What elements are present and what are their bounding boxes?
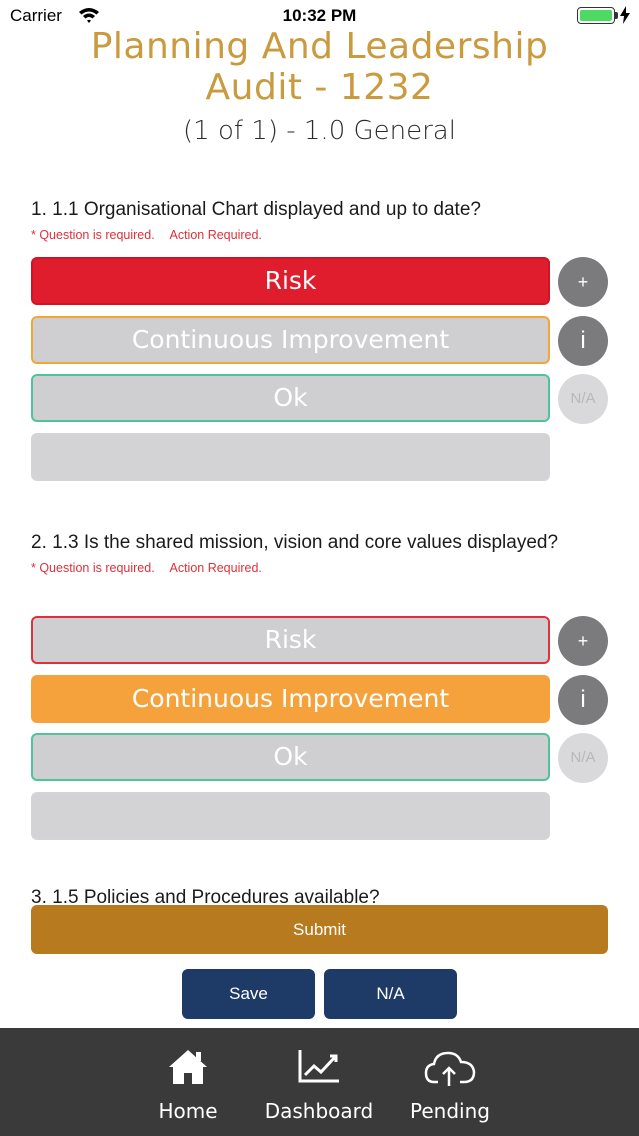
submit-button[interactable]: Submit bbox=[31, 905, 608, 954]
question-flags: * Question is required. Action Required. bbox=[31, 228, 611, 242]
question-text: 1. 1.1 Organisational Chart displayed an… bbox=[31, 199, 481, 220]
section-header: (1 of 1) - 1.0 General bbox=[183, 116, 456, 146]
action-required-warning: Action Required. bbox=[169, 561, 262, 575]
info-button[interactable]: i bbox=[558, 316, 608, 366]
tab-home[interactable]: Home bbox=[140, 1028, 236, 1136]
tab-pending[interactable]: Pending bbox=[400, 1028, 500, 1136]
option-ok[interactable]: Ok bbox=[31, 374, 550, 422]
status-time: 10:32 PM bbox=[282, 6, 357, 25]
question-flags: * Question is required. Action Required. bbox=[31, 561, 611, 575]
required-warning: * Question is required. bbox=[31, 228, 155, 242]
add-button[interactable]: + bbox=[558, 257, 608, 307]
tab-label: Pending bbox=[410, 1099, 490, 1123]
tab-label: Dashboard bbox=[264, 1099, 374, 1123]
add-button[interactable]: + bbox=[558, 616, 608, 666]
cloud-upload-icon bbox=[424, 1048, 476, 1093]
option-continuous-improvement[interactable]: Continuous Improvement bbox=[31, 316, 550, 364]
battery-icon bbox=[577, 7, 615, 24]
na-option-button[interactable]: N/A bbox=[558, 733, 608, 783]
required-warning: * Question is required. bbox=[31, 561, 155, 575]
option-continuous-improvement[interactable]: Continuous Improvement bbox=[31, 675, 550, 723]
chart-line-icon bbox=[297, 1048, 341, 1089]
na-option-button[interactable]: N/A bbox=[558, 374, 608, 424]
option-risk[interactable]: Risk bbox=[31, 616, 550, 664]
question-text: 2. 1.3 Is the shared mission, vision and… bbox=[31, 532, 559, 553]
option-ok[interactable]: Ok bbox=[31, 733, 550, 781]
charging-icon bbox=[620, 6, 630, 29]
status-bar: Carrier 10:32 PM bbox=[0, 0, 639, 32]
question-3-peek: 3. 1.5 Policies and Procedures available… bbox=[31, 886, 611, 904]
question-1: 1. 1.1 Organisational Chart displayed an… bbox=[31, 197, 611, 242]
comment-field[interactable] bbox=[31, 433, 550, 481]
save-button[interactable]: Save bbox=[182, 969, 315, 1019]
tab-bar: Home Dashboard Pending bbox=[0, 1028, 639, 1136]
comment-field[interactable] bbox=[31, 792, 550, 840]
question-2-options: Risk Continuous Improvement Ok + i N/A bbox=[31, 616, 611, 846]
option-risk[interactable]: Risk bbox=[31, 257, 550, 305]
question-text: 3. 1.5 Policies and Procedures available… bbox=[31, 887, 380, 904]
question-2: 2. 1.3 Is the shared mission, vision and… bbox=[31, 530, 611, 575]
info-button[interactable]: i bbox=[558, 675, 608, 725]
wifi-icon bbox=[78, 6, 100, 29]
question-1-options: Risk Continuous Improvement Ok + i N/A bbox=[31, 257, 611, 487]
tab-dashboard[interactable]: Dashboard bbox=[258, 1028, 380, 1136]
home-icon bbox=[167, 1048, 209, 1091]
na-button[interactable]: N/A bbox=[324, 969, 457, 1019]
battery-cap bbox=[615, 12, 618, 19]
page-title: Planning And Leadership Audit - 1232 bbox=[90, 26, 549, 108]
tab-label: Home bbox=[158, 1099, 218, 1123]
carrier-label: Carrier bbox=[10, 6, 62, 25]
action-required-warning: Action Required. bbox=[169, 228, 262, 242]
